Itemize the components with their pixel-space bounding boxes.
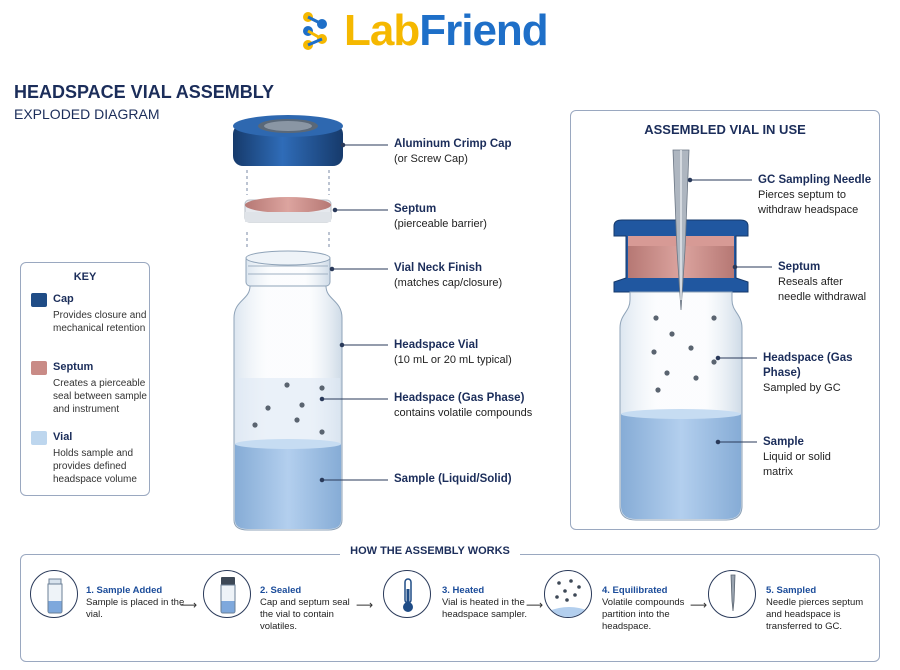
step-3-thermometer-icon: [383, 570, 431, 618]
cap-swatch: [31, 293, 47, 307]
label-assembled-septum: Septum Reseals after needle withdrawal: [778, 261, 867, 303]
key-panel: KEY Cap Provides closure and mechanical …: [20, 262, 150, 496]
arrow-right-icon: ⟶: [526, 598, 544, 612]
step-4-equilibrium-icon: [544, 570, 592, 618]
step-2-sealed-vial-icon: [203, 570, 251, 618]
step-5-needle-icon: [708, 570, 756, 618]
septum-swatch: [31, 361, 47, 375]
step-1-sample-vial-icon: [30, 570, 78, 618]
diagram-subtitle: EXPLODED DIAGRAM: [14, 106, 160, 122]
assembled-panel: ASSEMBLED VIAL IN USE: [570, 110, 880, 530]
diagram-title: HEADSPACE VIAL ASSEMBLY: [14, 82, 275, 102]
step-1-text: 1. Sample Added Sample is placed in the …: [86, 585, 185, 620]
labfriend-logo: Lab Friend: [300, 6, 600, 56]
septum-shape: [244, 197, 332, 223]
label-headspace-gas: Headspace (Gas Phase) contains volatile …: [394, 392, 533, 419]
step-5-text: 5. Sampled Needle pierces septum and hea…: [766, 585, 864, 632]
key-title: KEY: [73, 271, 97, 283]
arrow-right-icon: ⟶: [180, 598, 198, 612]
assembled-title: ASSEMBLED VIAL IN USE: [644, 122, 806, 137]
crimp-cap-shape: [233, 115, 343, 166]
label-septum: Septum (pierceable barrier): [394, 203, 487, 230]
label-headspace-vial: Headspace Vial (10 mL or 20 mL typical): [394, 339, 512, 366]
logo-molecule-icon: [303, 12, 327, 50]
step-2-text: 2. Sealed Cap and septum seal the vial t…: [260, 585, 350, 632]
label-crimp-cap: Aluminum Crimp Cap (or Screw Cap): [394, 138, 512, 165]
headspace-vial-shape: [233, 250, 343, 531]
label-assembled-sample: Sample Liquid or solid matrix: [763, 436, 831, 478]
step-3-text: 3. Heated Vial is heated in the headspac…: [442, 585, 528, 620]
how-title: HOW THE ASSEMBLY WORKS: [340, 545, 520, 557]
label-assembled-headspace: Headspace (Gas Phase) Sampled by GC: [763, 352, 853, 394]
step-4-text: 4. Equilibrated Volatile compounds parti…: [602, 585, 685, 632]
label-vial-neck: Vial Neck Finish (matches cap/closure): [394, 262, 503, 289]
arrow-right-icon: ⟶: [356, 598, 374, 612]
arrow-right-icon: ⟶: [690, 598, 708, 612]
logo-word-lab: Lab: [344, 6, 420, 55]
label-sample: Sample (Liquid/Solid): [394, 473, 512, 485]
label-gc-needle: GC Sampling Needle Pierces septum to wit…: [758, 174, 872, 216]
assembled-vial-shape: [613, 149, 749, 521]
vial-swatch: [31, 431, 47, 445]
logo-word-friend: Friend: [419, 6, 548, 55]
